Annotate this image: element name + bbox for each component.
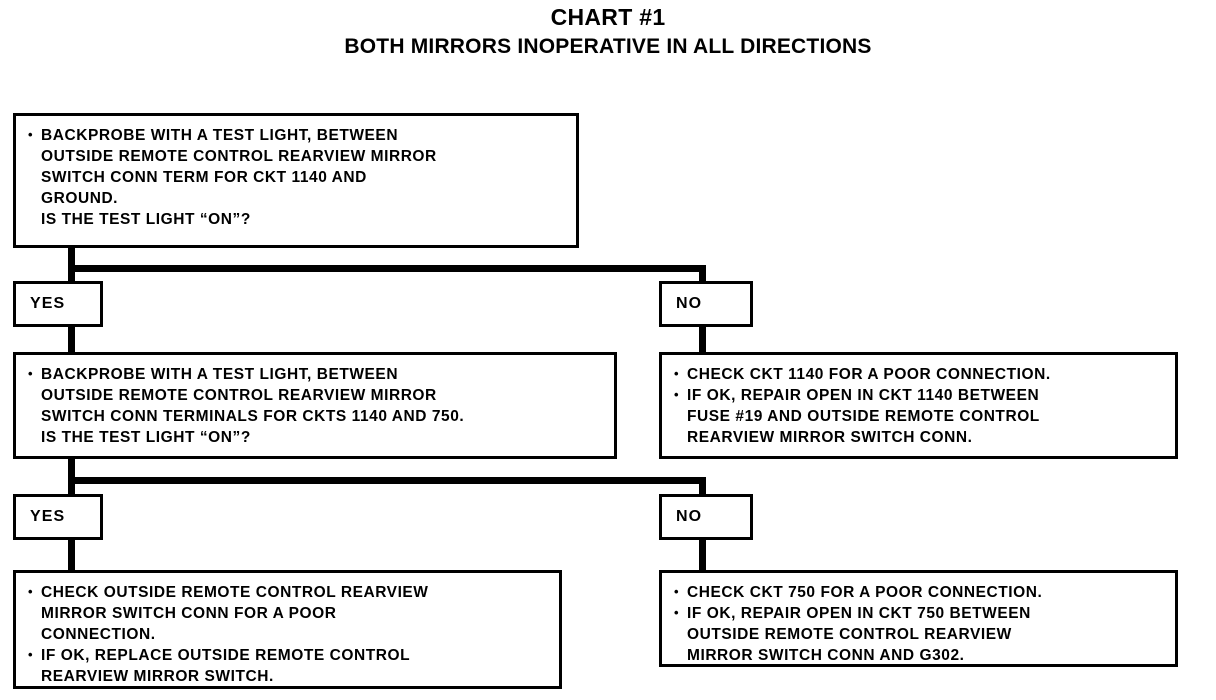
action-2-no-line-2: IF OK, REPAIR OPEN IN CKT 750 BETWEEN	[674, 602, 1165, 624]
action-2-no-line-1: CHECK CKT 750 FOR A POOR CONNECTION.	[674, 581, 1165, 603]
action-2-yes-line-2: MIRROR SWITCH CONN FOR A POOR	[41, 605, 337, 622]
decision-1-line-2: OUTSIDE REMOTE CONTROL REARVIEW MIRROR	[41, 148, 437, 165]
connector-no2-to-action	[699, 538, 706, 571]
action-2-yes-line-3: CONNECTION.	[41, 626, 156, 643]
action-1-no-line-3: FUSE #19 AND OUTSIDE REMOTE CONTROL	[687, 408, 1040, 425]
connector-no1-to-action	[699, 325, 706, 357]
decision-box-1[interactable]: BACKPROBE WITH A TEST LIGHT, BETWEEN OUT…	[13, 113, 579, 248]
connector-d2-no-stem	[699, 477, 706, 499]
decision-1-line-4: GROUND.	[41, 190, 119, 207]
decision-1-line-5: IS THE TEST LIGHT “ON”?	[41, 211, 251, 228]
action-2-no-line-3: OUTSIDE REMOTE CONTROL REARVIEW	[687, 626, 1012, 643]
action-1-no-line-2: IF OK, REPAIR OPEN IN CKT 1140 BETWEEN	[674, 384, 1165, 406]
action-box-1-no[interactable]: CHECK CKT 1140 FOR A POOR CONNECTION. IF…	[659, 352, 1178, 459]
page-title: CHART #1	[550, 4, 666, 30]
branch-label-yes-1: YES	[30, 295, 66, 312]
action-box-2-no[interactable]: CHECK CKT 750 FOR A POOR CONNECTION. IF …	[659, 570, 1178, 667]
chart-header: CHART #1 BOTH MIRRORS INOPERATIVE IN ALL…	[0, 4, 1216, 60]
action-2-yes-line-4: IF OK, REPLACE OUTSIDE REMOTE CONTROL	[28, 644, 549, 666]
connector-d1-bar	[68, 265, 706, 272]
branch-box-yes-1[interactable]: YES	[13, 281, 103, 327]
connector-d1-stem	[68, 244, 75, 284]
page-subtitle: BOTH MIRRORS INOPERATIVE IN ALL DIRECTIO…	[344, 35, 872, 58]
branch-label-yes-2: YES	[30, 508, 66, 525]
connector-yes2-to-action	[68, 538, 75, 571]
action-2-yes-line-1: CHECK OUTSIDE REMOTE CONTROL REARVIEW	[28, 581, 549, 603]
branch-box-yes-2[interactable]: YES	[13, 494, 103, 540]
action-2-no-line-4: MIRROR SWITCH CONN AND G302.	[687, 647, 965, 664]
connector-d2-bar	[68, 477, 706, 484]
decision-2-line-2: OUTSIDE REMOTE CONTROL REARVIEW MIRROR	[41, 387, 437, 404]
branch-box-no-1[interactable]: NO	[659, 281, 753, 327]
decision-1-line-3: SWITCH CONN TERM FOR CKT 1140 AND	[41, 169, 367, 186]
connector-yes1-to-d2	[68, 325, 75, 357]
decision-2-line-3: SWITCH CONN TERMINALS FOR CKTS 1140 AND …	[41, 408, 465, 425]
decision-2-line-1: BACKPROBE WITH A TEST LIGHT, BETWEEN	[28, 363, 604, 385]
action-box-2-yes[interactable]: CHECK OUTSIDE REMOTE CONTROL REARVIEW MI…	[13, 570, 562, 689]
decision-box-2[interactable]: BACKPROBE WITH A TEST LIGHT, BETWEEN OUT…	[13, 352, 617, 459]
decision-1-line-1: BACKPROBE WITH A TEST LIGHT, BETWEEN	[28, 124, 566, 146]
action-1-no-line-4: REARVIEW MIRROR SWITCH CONN.	[687, 429, 973, 446]
action-1-no-line-1: CHECK CKT 1140 FOR A POOR CONNECTION.	[674, 363, 1165, 385]
connector-d2-stem	[68, 455, 75, 497]
decision-2-line-4: IS THE TEST LIGHT “ON”?	[41, 429, 251, 446]
connector-d1-no-stem	[699, 265, 706, 287]
branch-label-no-2: NO	[676, 508, 703, 525]
branch-box-no-2[interactable]: NO	[659, 494, 753, 540]
branch-label-no-1: NO	[676, 295, 703, 312]
action-2-yes-line-5: REARVIEW MIRROR SWITCH.	[41, 668, 274, 685]
